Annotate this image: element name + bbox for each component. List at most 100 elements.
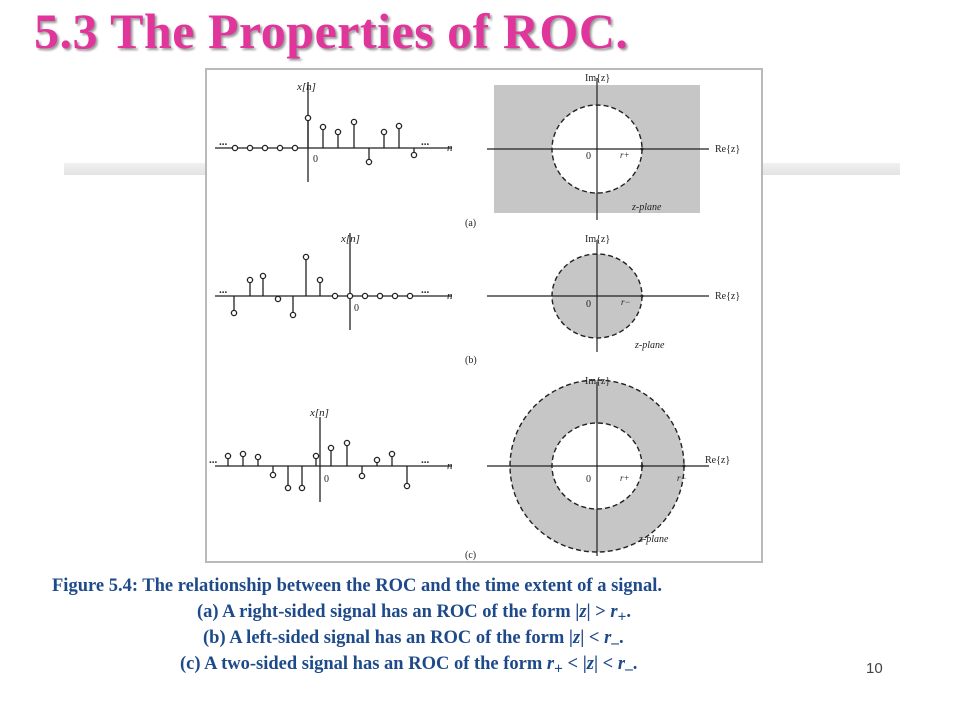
panel-c: x[n] n 0 ... ... Im{z} Re{z} 0 r+ r− z-p…	[209, 376, 730, 561]
caption-line-3-end: .	[618, 628, 624, 648]
origin-label-c: 0	[324, 474, 329, 485]
stem-marker-c-5	[298, 484, 306, 492]
stem-marker-c-7	[327, 444, 335, 452]
origin-z-label-b: 0	[586, 299, 591, 310]
figure-5-4: x[n] n 0 ... ... Im{z} Re{z} 0 r+ z-plan…	[205, 68, 763, 563]
stem-marker-c-2	[254, 453, 262, 461]
origin-label-a: 0	[313, 154, 318, 165]
caption-line-2-r: r	[610, 602, 618, 622]
caption-line-2-op: | >	[586, 602, 611, 622]
stem-marker-b-9	[361, 292, 369, 300]
figure-caption: Figure 5.4: The relationship between the…	[0, 573, 960, 678]
stem-marker-a-12	[410, 151, 418, 159]
caption-line-3-r: r	[604, 628, 612, 648]
signal-label-c: x[n]	[309, 407, 329, 419]
im-axis-label-c: Im{z}	[585, 376, 610, 387]
ellipsis-right-c: ...	[421, 454, 430, 466]
signal-label-a: x[n]	[296, 81, 316, 93]
stem-marker-c-10	[373, 456, 381, 464]
stem-marker-a-8	[350, 118, 358, 126]
caption-line-4: (c) A two-sided signal has an ROC of the…	[0, 651, 960, 678]
stem-marker-a-7	[334, 128, 342, 136]
stem-plot-c	[215, 417, 452, 502]
stem-marker-b-0	[230, 309, 238, 317]
stem-marker-c-0	[224, 452, 232, 460]
ellipsis-left-a: ...	[219, 136, 228, 148]
stem-marker-b-12	[406, 292, 414, 300]
stem-marker-c-12	[403, 482, 411, 490]
caption-line-4-op2: | <	[593, 654, 618, 674]
caption-line-4-r2: r	[617, 654, 626, 674]
caption-line-4-z: z	[586, 654, 594, 674]
stem-marker-a-5	[304, 114, 312, 122]
caption-line-4-op1: < |	[562, 654, 587, 674]
ellipsis-left-b: ...	[219, 284, 228, 296]
panel-b: x[n] n 0 ... ... Im{z} Re{z} 0 r− z-plan…	[215, 233, 740, 366]
z-plane-c	[487, 379, 709, 556]
origin-z-label-a: 0	[586, 151, 591, 162]
origin-z-label-c: 0	[586, 474, 591, 485]
stem-marker-a-1	[246, 144, 254, 152]
stem-marker-b-11	[391, 292, 399, 300]
stem-marker-c-9	[358, 472, 366, 480]
caption-line-2-text: (a) A right-sided signal has an ROC of t…	[197, 602, 580, 622]
caption-line-4-sub1: +	[554, 660, 563, 678]
stem-marker-c-6	[312, 452, 320, 460]
caption-line-4-sub2: –	[625, 660, 633, 678]
panel-a: x[n] n 0 ... ... Im{z} Re{z} 0 r+ z-plan…	[215, 73, 740, 229]
zplane-label-c: z-plane	[638, 534, 669, 545]
stem-marker-b-10	[376, 292, 384, 300]
radius-marker-a	[640, 147, 644, 151]
radius-marker-b	[640, 294, 644, 298]
signal-label-b: x[n]	[340, 233, 360, 245]
re-axis-label-a: Re{z}	[715, 144, 740, 155]
ellipsis-right-b: ...	[421, 284, 430, 296]
caption-line-2: (a) A right-sided signal has an ROC of t…	[0, 599, 960, 626]
re-axis-label-c: Re{z}	[705, 455, 730, 466]
stem-marker-b-6	[316, 276, 324, 284]
stem-marker-b-4	[289, 311, 297, 319]
caption-line-4-text: (c) A two-sided signal has an ROC of the…	[180, 654, 547, 674]
stem-marker-a-3	[276, 144, 284, 152]
stem-marker-a-6	[319, 123, 327, 131]
page-number: 10	[866, 660, 883, 677]
re-axis-label-b: Re{z}	[715, 291, 740, 302]
caption-line-3-z: z	[572, 628, 581, 648]
ellipsis-left-c: ...	[209, 454, 218, 466]
stem-marker-c-11	[388, 450, 396, 458]
stem-marker-a-11	[395, 122, 403, 130]
caption-line-3-op: | <	[580, 628, 605, 648]
caption-line-2-z: z	[579, 602, 587, 622]
r-plus-label-a: r+	[620, 150, 630, 160]
panel-label-a: (a)	[465, 218, 476, 229]
stem-marker-a-4	[291, 144, 299, 152]
origin-label-b: 0	[354, 303, 359, 314]
caption-line-2-sub: +	[617, 608, 627, 626]
caption-line-4-r1: r	[546, 654, 555, 674]
stem-marker-c-4	[284, 484, 292, 492]
stem-marker-c-1	[239, 450, 247, 458]
panel-label-b: (b)	[465, 355, 477, 366]
caption-line-3-sub: –	[611, 634, 619, 652]
stem-marker-a-9	[365, 158, 373, 166]
slide-title: 5.3 The Properties of ROC.	[34, 3, 629, 59]
z-plane-b	[487, 240, 709, 352]
caption-line-3-text: (b) A left-sided signal has an ROC of th…	[203, 628, 573, 648]
stem-marker-b-7	[331, 292, 339, 300]
z-plane-a	[487, 78, 709, 220]
caption-line-1-text: Figure 5.4: The relationship between the…	[52, 576, 662, 596]
n-axis-label-a: n	[447, 142, 453, 154]
zplane-label-b: z-plane	[634, 340, 665, 351]
stem-marker-c-3	[269, 471, 277, 479]
stem-marker-a-10	[380, 128, 388, 136]
stem-marker-b-8	[346, 292, 354, 300]
caption-line-4-end: .	[632, 654, 638, 674]
im-axis-label-a: Im{z}	[585, 73, 610, 84]
stem-marker-b-2	[259, 272, 267, 280]
im-axis-label-b: Im{z}	[585, 234, 610, 245]
radius-marker-outer-c	[682, 464, 686, 468]
ellipsis-right-a: ...	[421, 136, 430, 148]
caption-line-3: (b) A left-sided signal has an ROC of th…	[0, 625, 960, 652]
n-axis-label-c: n	[447, 460, 453, 472]
radius-marker-inner-c	[640, 464, 644, 468]
